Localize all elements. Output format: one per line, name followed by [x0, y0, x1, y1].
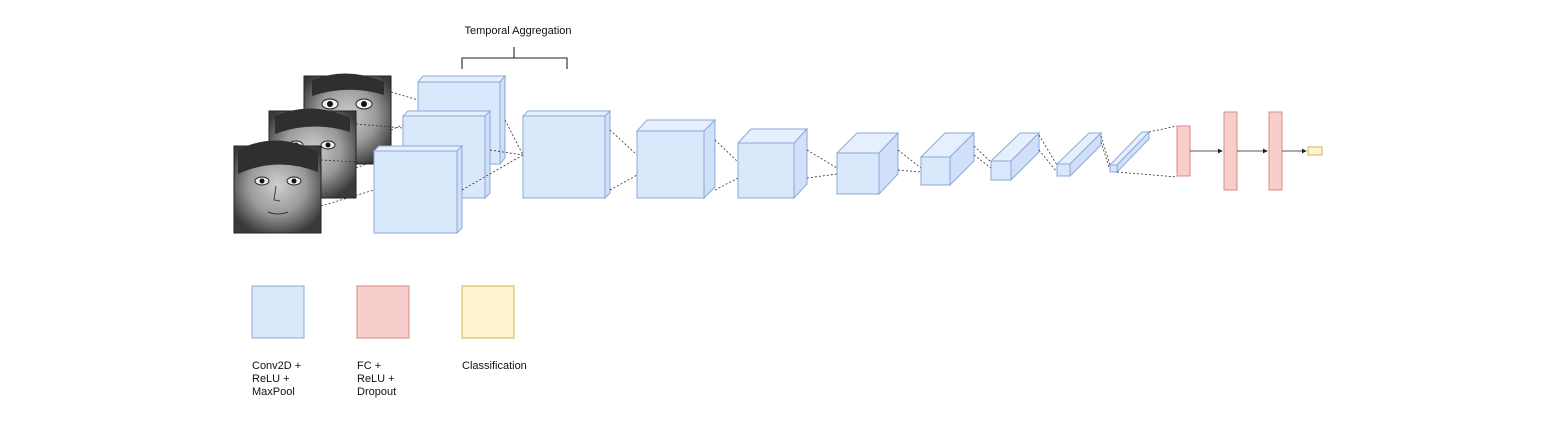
conv-stack-frame-1 — [372, 144, 464, 235]
connection-3b — [806, 173, 838, 179]
temporal-aggregation-title: Temporal Aggregation — [464, 25, 571, 37]
conv-block-1 — [521, 109, 612, 200]
connection-4b — [897, 169, 922, 173]
legend-swatch-fc — [356, 285, 410, 339]
fc-layer-1 — [1176, 125, 1191, 177]
legend-swatch-classification — [461, 285, 515, 339]
conv-block-2 — [635, 118, 717, 200]
conv-block-4 — [835, 131, 900, 196]
conv-block-7 — [1055, 131, 1103, 178]
conv-block-5 — [919, 131, 976, 187]
fc-layer-2 — [1223, 111, 1238, 191]
fc-layer-3 — [1268, 111, 1283, 191]
legend-label-classification: Classification — [462, 360, 527, 372]
connection-5a — [973, 145, 992, 163]
connection-4a — [897, 149, 922, 169]
connection-7a — [1100, 135, 1111, 166]
legend-label-fc-line-1: FC + — [357, 360, 381, 372]
classification-output — [1307, 146, 1323, 156]
conv-block-6 — [989, 131, 1041, 182]
connection-2b — [714, 177, 739, 191]
connection-7b — [1100, 141, 1111, 171]
connection-3a — [806, 149, 838, 169]
legend-swatch-conv — [251, 285, 305, 339]
connection-6b — [1038, 149, 1058, 173]
conv-block-8 — [1108, 130, 1151, 174]
legend-label-fc-line-3: Dropout — [357, 386, 396, 398]
legend-label-conv-line-3: MaxPool — [252, 386, 295, 398]
face-frame-1 — [233, 140, 322, 234]
connection-2a — [714, 139, 739, 163]
legend-label-fc-line-2: ReLU + — [357, 373, 395, 385]
connection-6a — [1038, 134, 1058, 166]
legend-label-conv-line-2: ReLU + — [252, 373, 290, 385]
legend: Conv2D + ReLU + MaxPool FC + ReLU + Drop… — [251, 285, 527, 398]
conv-block-3 — [736, 127, 809, 200]
connection-8b — [1116, 171, 1178, 178]
temporal-aggregation-bracket — [461, 47, 568, 69]
connection-1a — [609, 129, 638, 156]
connection-1b — [609, 174, 638, 191]
legend-label-conv-line-1: Conv2D + — [252, 360, 301, 372]
connection-8a — [1148, 125, 1178, 133]
stack-to-aggregate-connections — [461, 119, 524, 191]
connection-5b — [973, 154, 992, 169]
